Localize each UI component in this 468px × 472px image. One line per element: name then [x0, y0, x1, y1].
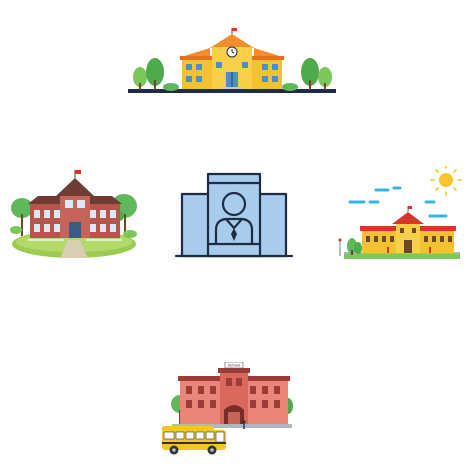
sun-icon	[430, 166, 462, 196]
teacher-at-building-icon	[174, 172, 294, 258]
school-building-with-trees-icon	[128, 28, 336, 93]
school-with-bus-icon: School	[162, 362, 293, 455]
sunny-school-campus-icon	[338, 166, 462, 259]
brick-schoolhouse-with-flag-icon	[10, 170, 137, 258]
school-sign-text: School	[228, 363, 240, 368]
school-bus-icon	[162, 426, 226, 455]
